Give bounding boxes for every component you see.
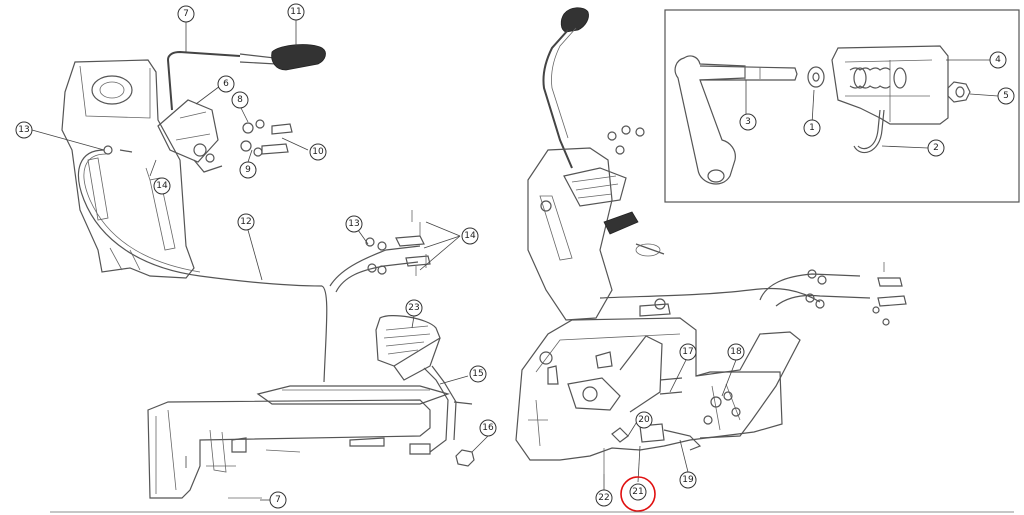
svg-text:19: 19 [682, 475, 694, 485]
callout-3: 3 [739, 113, 757, 131]
highlight-ring [620, 476, 656, 512]
callouts: 1 2 3 4 5 6 7 7 8 9 10 11 12 13 13 14 14… [15, 3, 1015, 509]
svg-text:22: 22 [598, 493, 609, 503]
callout-7-bottom: 7 [269, 491, 287, 509]
svg-text:13: 13 [348, 219, 359, 229]
center-assembly [147, 210, 475, 499]
right-assembly [515, 7, 907, 474]
callout-9: 9 [239, 161, 257, 179]
callout-18: 18 [727, 343, 745, 361]
callout-4: 4 [989, 51, 1007, 69]
callout-1: 1 [803, 119, 821, 137]
callout-20: 20 [635, 411, 653, 429]
svg-text:7: 7 [275, 495, 281, 505]
callout-23: 23 [405, 299, 423, 317]
svg-text:2: 2 [933, 143, 939, 153]
callout-11: 11 [287, 3, 305, 21]
svg-text:5: 5 [1003, 91, 1009, 101]
svg-text:8: 8 [237, 95, 243, 105]
callout-19: 19 [679, 471, 697, 489]
svg-text:7: 7 [183, 9, 189, 19]
callout-14-center: 14 [461, 227, 479, 245]
svg-text:16: 16 [482, 423, 494, 433]
leader-lines [31, 20, 999, 501]
callout-5: 5 [997, 87, 1015, 105]
svg-text:14: 14 [464, 231, 476, 241]
svg-text:6: 6 [223, 79, 229, 89]
callout-21: 21 [629, 483, 647, 501]
svg-text:12: 12 [240, 217, 251, 227]
svg-text:13: 13 [18, 125, 29, 135]
callout-7-top: 7 [177, 5, 195, 23]
callout-10: 10 [309, 143, 327, 161]
callout-16: 16 [479, 419, 497, 437]
callout-6: 6 [217, 75, 235, 93]
svg-text:18: 18 [730, 347, 742, 357]
callout-8: 8 [231, 91, 249, 109]
svg-text:4: 4 [995, 55, 1001, 65]
callout-22: 22 [595, 489, 613, 507]
svg-text:10: 10 [312, 147, 324, 157]
svg-text:15: 15 [472, 369, 483, 379]
callout-2: 2 [927, 139, 945, 157]
callout-13-center: 13 [345, 215, 363, 233]
svg-text:23: 23 [408, 303, 419, 313]
svg-text:11: 11 [290, 7, 301, 17]
svg-text:1: 1 [809, 123, 815, 133]
callout-13-left: 13 [15, 121, 33, 139]
callout-14-left: 14 [153, 177, 171, 195]
svg-text:20: 20 [638, 415, 650, 425]
callout-15: 15 [469, 365, 487, 383]
callout-12: 12 [237, 213, 255, 231]
callout-17: 17 [679, 343, 697, 361]
svg-text:3: 3 [745, 117, 751, 127]
svg-text:17: 17 [682, 347, 693, 357]
detail-inset [664, 9, 1020, 203]
svg-text:21: 21 [632, 487, 643, 497]
left-assembly [61, 44, 326, 287]
svg-text:14: 14 [156, 181, 168, 191]
svg-text:9: 9 [245, 165, 251, 175]
